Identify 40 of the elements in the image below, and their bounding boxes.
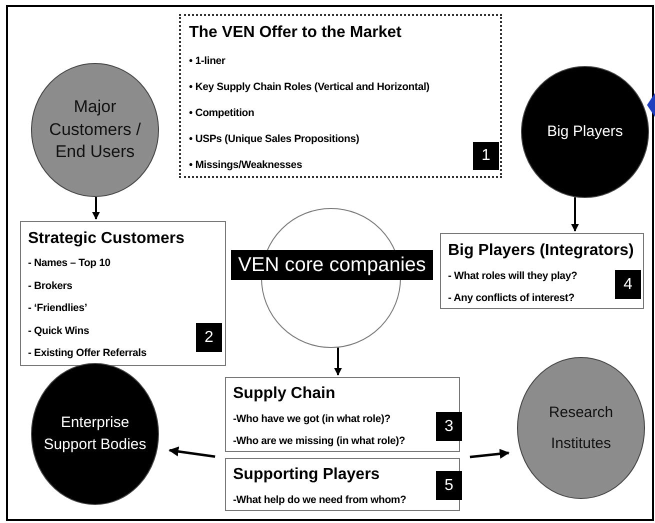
bullet-text: -Who have we got (in what role)? (233, 413, 391, 425)
bullet-text: -Who are we missing (in what role)? (233, 435, 406, 447)
box-heading: The VEN Offer to the Market (189, 24, 402, 42)
bullet-text: • Missings/Weaknesses (189, 159, 302, 171)
bullet-text: - Brokers (28, 280, 72, 292)
text-box (440, 233, 644, 309)
bullet-text: - ‘Friendlies’ (28, 302, 88, 314)
text-box (225, 458, 460, 511)
box-heading: Supporting Players (233, 466, 380, 484)
circle-label: Enterprise Support Bodies (42, 413, 148, 455)
arrow (168, 446, 216, 458)
bullet-text: - Existing Offer Referrals (28, 347, 147, 360)
circle-label: Research Institutes (548, 402, 614, 454)
bullet-text: - Quick Wins (28, 324, 90, 337)
text-box (179, 14, 502, 178)
number-badge: 4 (615, 270, 641, 299)
arrow (470, 448, 510, 459)
bullet-text: • Key Supply Chain Roles (Vertical and Horizontal) (189, 81, 430, 93)
label-band: VEN core companies (231, 250, 433, 280)
number-badge: 3 (436, 412, 462, 441)
text-box (20, 221, 226, 366)
number-badge: 1 (473, 142, 499, 170)
box-heading: Supply Chain (233, 385, 336, 403)
bullet-text: • Competition (189, 107, 254, 119)
circle-label: Major Customers / End Users (48, 96, 142, 164)
circle-label: Big Players (546, 122, 624, 142)
bullet-text: • 1-liner (189, 55, 226, 67)
box-heading: Strategic Customers (28, 230, 184, 248)
bullet-text: -What help do we need from whom? (233, 494, 406, 506)
bullet-text: - Any conflicts of interest? (448, 292, 574, 304)
text-box (225, 377, 460, 452)
bullet-text: • USPs (Unique Sales Propositions) (189, 133, 360, 145)
arrow (334, 348, 342, 376)
bullet-text: - Names – Top 10 (28, 257, 110, 270)
bullet-text: - What roles will they play? (448, 270, 578, 282)
arrow (571, 197, 579, 232)
arrow (92, 197, 100, 220)
box-heading: Big Players (Integrators) (448, 242, 634, 260)
number-badge: 2 (196, 323, 222, 352)
number-badge: 5 (436, 471, 462, 500)
